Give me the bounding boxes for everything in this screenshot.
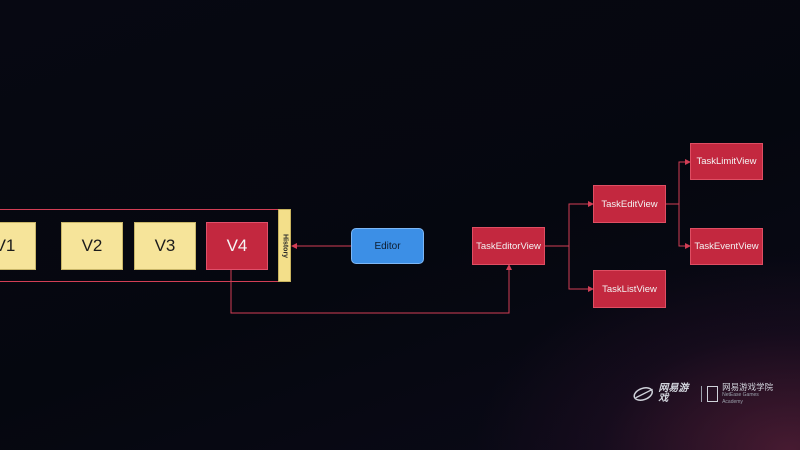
task-edit-view-to-task-limit-view-connector [666,159,691,205]
node-label: TaskListView [602,283,657,295]
task-editor-view-to-task-edit-view-connector [545,201,594,247]
version-label: V4 [226,236,248,255]
node-label: TaskEventView [694,241,759,252]
task-edit-view-to-task-event-view-connector [678,204,691,249]
task-limit-view-node: TaskLimitView [690,143,763,180]
version-node-v1: V1 [0,222,36,270]
task-editor-view-to-task-list-view-connector [568,246,594,292]
version-node-v4: V4 [206,222,268,270]
history-label: History [281,233,288,258]
editor-node: Editor [351,228,424,264]
version-label: V3 [154,236,176,255]
v4-to-task-editor-view-connector [230,264,512,314]
history-tab: History [278,209,291,282]
version-node-v2: V2 [61,222,123,270]
version-label: V1 [0,236,16,255]
academy-name-en: NetEase Games Academy [722,391,759,405]
editor-label: Editor [374,240,401,252]
academy-name-cn: 网易游戏学院 [722,381,774,392]
node-label: TaskEditorView [476,240,541,252]
academy-wordmark: 网易游戏学院 NetEase Games Academy [722,381,777,406]
task-editor-view-node: TaskEditorView [472,227,545,265]
node-label: TaskLimitView [696,156,757,167]
netease-games-academy-logo: 网易游戏 网易游戏学院 NetEase Games Academy [632,382,777,406]
task-list-view-node: TaskListView [593,270,666,308]
version-label: V2 [81,236,103,255]
netease-games-logo-text: 网易游戏 [658,383,689,404]
logo-divider [700,386,702,402]
task-event-view-node: TaskEventView [690,228,763,265]
version-node-v3: V3 [134,222,196,270]
task-edit-view-node: TaskEditView [593,185,666,223]
netease-games-logo-icon [633,387,653,401]
academy-seal-icon [706,386,719,402]
node-label: TaskEditView [601,198,658,210]
